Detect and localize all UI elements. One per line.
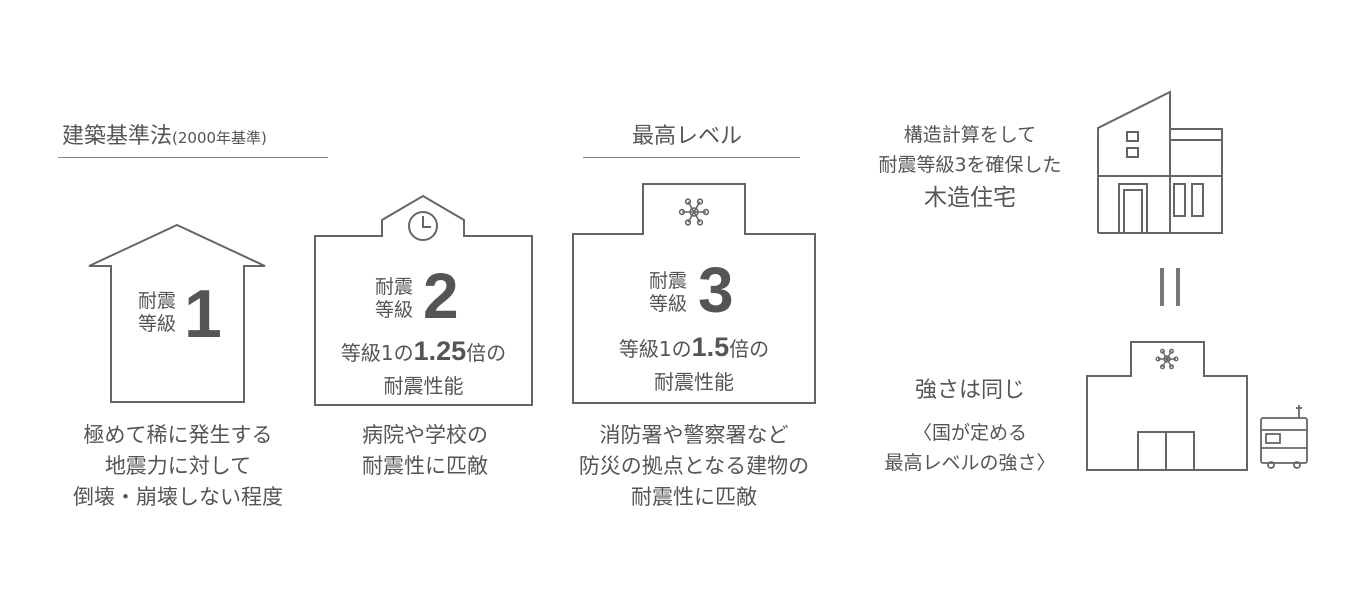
- section-divider: [58, 157, 328, 158]
- grade3-multiplier: 等級1の1.5倍の: [573, 332, 815, 363]
- wooden-house-illustration: [1097, 90, 1223, 234]
- fire-truck-icon: [1260, 405, 1308, 469]
- grade-label-line: 耐震: [137, 290, 176, 312]
- grade2-performance: 耐震性能: [383, 374, 464, 398]
- grade3-number: 3: [698, 254, 734, 326]
- strength-note-line: 〈国が定める: [912, 422, 1027, 444]
- grade3-caption: 消防署や警察署など 防災の拠点となる建物の 耐震性に匹敵: [548, 420, 840, 513]
- equals-icon: [1160, 268, 1180, 306]
- multiplier-value: 1.5: [691, 332, 730, 362]
- snowflake-gear-icon: [678, 198, 710, 226]
- grade3-building-outline: [572, 183, 816, 404]
- caption-line: 極めて稀に発生する: [83, 423, 273, 447]
- grade2-caption: 病院や学校の 耐震性に匹敵: [305, 420, 545, 482]
- house-description: 構造計算をして 耐震等級3を確保した 木造住宅: [850, 120, 1090, 216]
- house-text-line: 構造計算をして: [903, 124, 1037, 146]
- section-divider: [583, 157, 800, 158]
- grade1-label: 耐震 等級: [133, 290, 181, 336]
- multiplier-suffix: 倍の: [729, 337, 770, 361]
- section-title-building-standard: 建築基準法(2000年基準): [62, 118, 267, 150]
- caption-line: 地震力に対して: [104, 454, 252, 478]
- caption-line: 耐震性に匹敵: [631, 485, 757, 509]
- grade2-multiplier: 等級1の1.25倍の: [315, 336, 532, 367]
- strength-title: 強さは同じ: [914, 378, 1025, 403]
- grade-label-line: 等級: [137, 313, 176, 335]
- caption-line: 消防署や警察署など: [599, 423, 789, 447]
- grade-label-line: 等級: [648, 293, 687, 315]
- section-title-text: 建築基準法: [62, 124, 173, 149]
- grade1-house-outline: [88, 223, 266, 403]
- grade2-building-outline: [314, 194, 533, 406]
- grade3-label: 耐震 等級: [644, 270, 692, 316]
- caption-line: 病院や学校の: [362, 423, 488, 447]
- house-text-line: 耐震等級3を確保した: [878, 154, 1062, 176]
- section-title-highest-level: 最高レベル: [632, 124, 743, 149]
- multiplier-prefix: 等級1の: [618, 337, 692, 361]
- grade-label-line: 耐震: [374, 276, 413, 298]
- strength-note-line: 最高レベルの強さ〉: [884, 452, 1056, 474]
- grade-label-line: 耐震: [648, 270, 687, 292]
- multiplier-value: 1.25: [413, 336, 467, 366]
- snowflake-gear-icon: [1155, 348, 1179, 370]
- caption-line: 倒壊・崩壊しない程度: [73, 485, 283, 509]
- house-text-emphasis: 木造住宅: [924, 185, 1016, 211]
- grade2-label: 耐震 等級: [370, 276, 418, 322]
- multiplier-suffix: 倍の: [466, 341, 507, 365]
- section-title-note: (2000年基準): [172, 129, 267, 147]
- grade1-number: 1: [184, 276, 222, 352]
- caption-line: 防災の拠点となる建物の: [578, 454, 810, 478]
- strength-note: 〈国が定める 最高レベルの強さ〉: [852, 418, 1088, 478]
- clock-icon: [408, 211, 438, 241]
- grade2-number: 2: [423, 260, 459, 332]
- grade-label-line: 等級: [374, 299, 413, 321]
- caption-line: 耐震性に匹敵: [362, 454, 488, 478]
- fire-station-illustration: [1086, 341, 1248, 471]
- grade1-caption: 極めて稀に発生する 地震力に対して 倒壊・崩壊しない程度: [38, 420, 318, 513]
- multiplier-prefix: 等級1の: [340, 341, 414, 365]
- grade3-performance: 耐震性能: [654, 370, 734, 394]
